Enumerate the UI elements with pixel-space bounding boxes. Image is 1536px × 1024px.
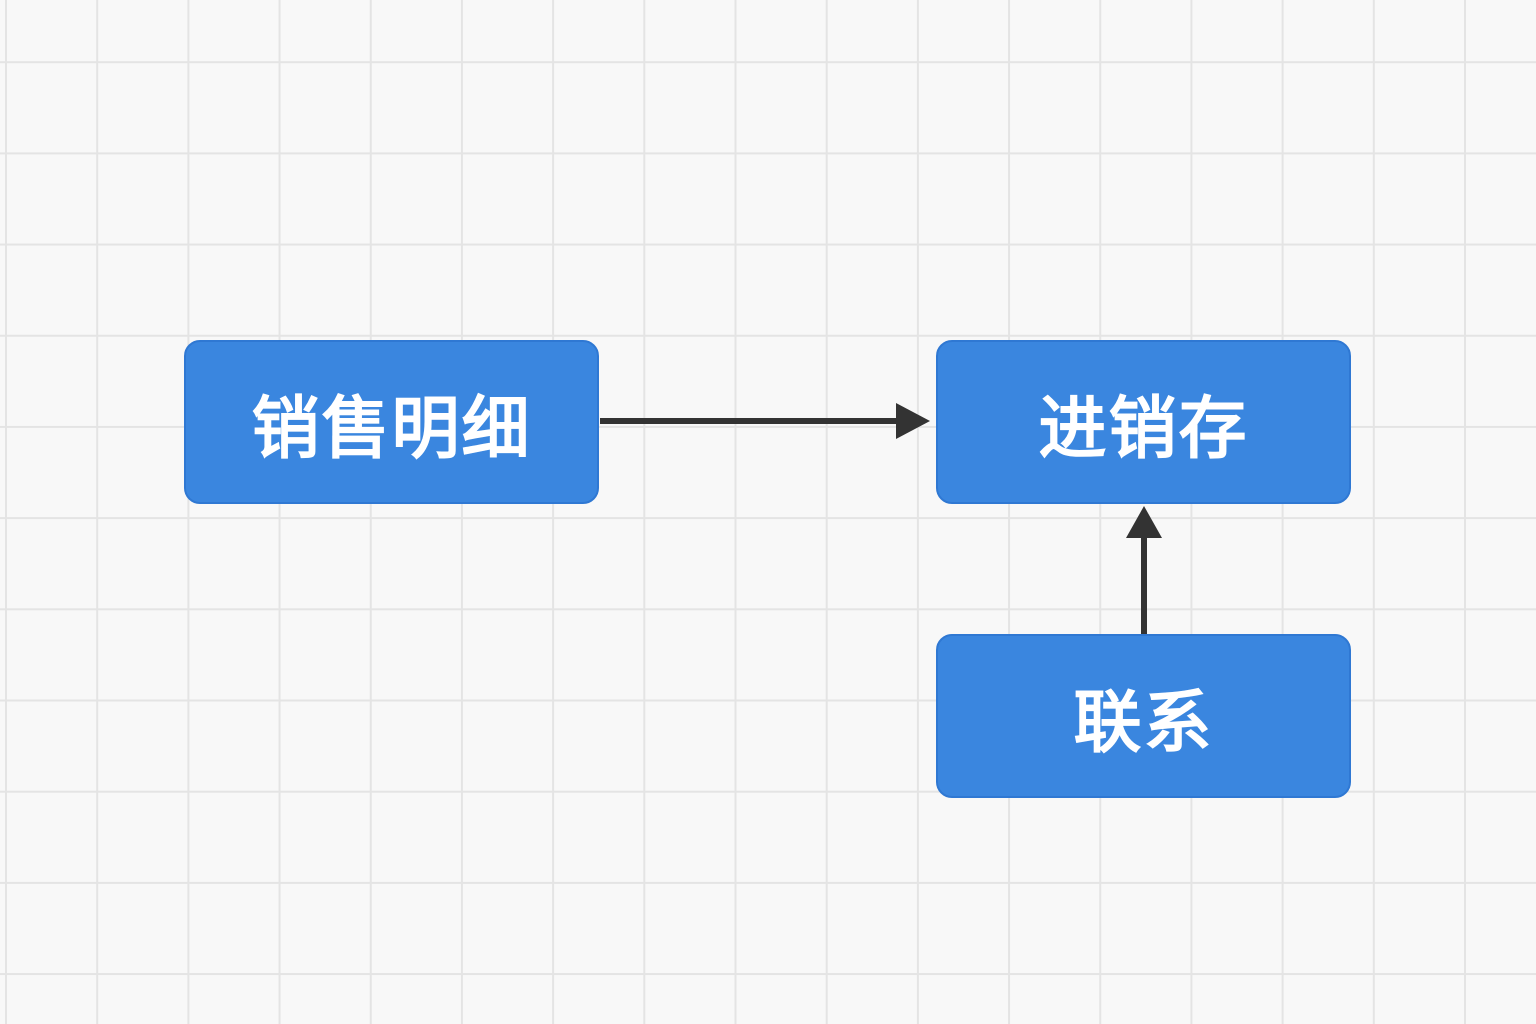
- node-label: 进销存: [1038, 389, 1249, 469]
- node-contact[interactable]: 联系: [936, 634, 1351, 798]
- node-label: 销售明细: [251, 389, 532, 469]
- edge-contact-to-jxc: [1126, 506, 1162, 634]
- edge-sales-to-jxc: [600, 403, 930, 439]
- node-label: 联系: [1073, 683, 1214, 763]
- arrowhead-icon: [1126, 506, 1162, 538]
- arrowhead-icon: [896, 403, 930, 439]
- node-sales-detail[interactable]: 销售明细: [184, 340, 599, 504]
- node-inventory[interactable]: 进销存: [936, 340, 1351, 504]
